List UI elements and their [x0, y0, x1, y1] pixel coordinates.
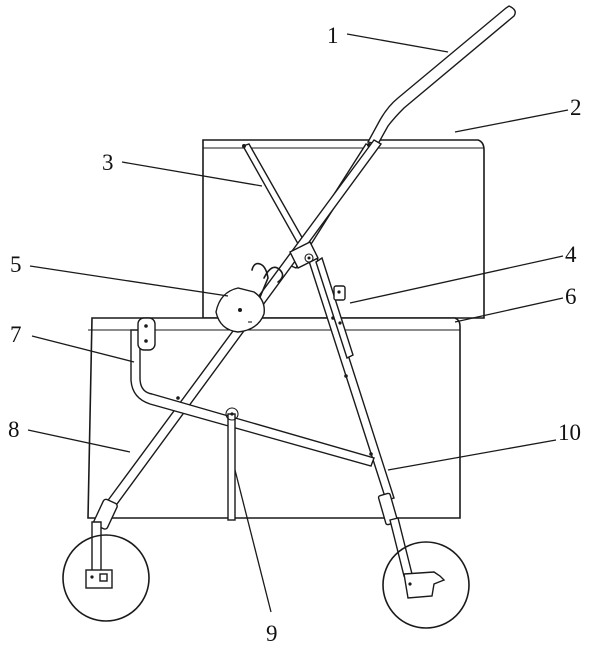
leader-2	[454, 109, 569, 133]
center-support-rod	[225, 407, 239, 521]
front-wheel	[62, 534, 150, 622]
leader-1	[346, 33, 449, 53]
callout-label-2: 2	[570, 95, 582, 120]
callout-label-4: 4	[565, 242, 577, 267]
rear-wheel	[382, 541, 470, 629]
upper-basket	[202, 139, 485, 319]
leader-9	[234, 469, 272, 613]
leader-7	[31, 335, 135, 363]
rear-wheel-fork	[377, 492, 446, 599]
leader-3	[121, 161, 263, 187]
bent-side-tube	[130, 317, 375, 467]
hinge-joint	[289, 241, 319, 269]
leader-lines	[27, 33, 569, 613]
support-strut	[315, 256, 354, 359]
callout-label-3: 3	[102, 150, 114, 175]
callout-label-6: 6	[565, 284, 577, 309]
callout-label-5: 5	[10, 252, 22, 277]
callout-labels: 1 2 3 4 5 6 7 8 9 10	[8, 23, 582, 646]
callout-label-10: 10	[558, 420, 581, 445]
callout-label-9: 9	[266, 621, 278, 646]
hook-clamp	[215, 262, 284, 333]
leader-5	[29, 265, 229, 297]
callout-label-1: 1	[327, 23, 339, 48]
leader-4	[349, 255, 564, 304]
front-wheel-fork	[85, 498, 118, 589]
leader-6	[454, 297, 564, 323]
leader-8	[27, 429, 131, 453]
leader-10	[387, 439, 557, 471]
handle-tube	[366, 5, 516, 145]
callout-label-8: 8	[8, 417, 20, 442]
callout-label-7: 7	[10, 322, 22, 347]
